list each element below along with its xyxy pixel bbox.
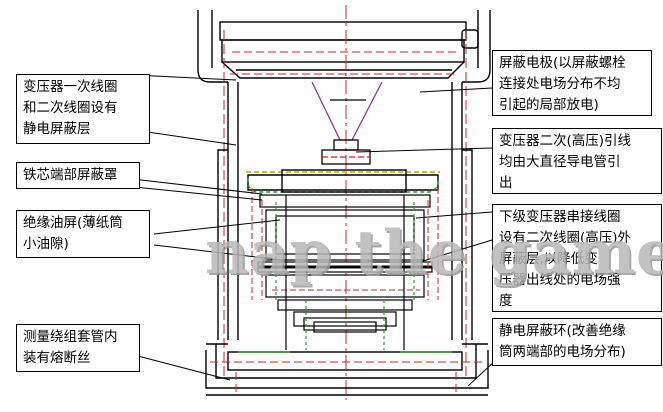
hv-lead-tube — [321, 139, 371, 165]
label-shield-electrode: 屏蔽电极(以屏蔽螺栓 连接处电场分布不均 引起的局部放电) — [492, 50, 652, 116]
label-core-end-shield: 铁芯端部屏蔽罩 — [16, 162, 140, 189]
label-oil-barrier: 绝缘油屏(薄纸筒 小油隙) — [16, 210, 150, 258]
lead-funnel — [311, 81, 383, 141]
leader-lines — [123, 74, 497, 387]
winding-shield-lines — [251, 188, 439, 300]
insulation-barriers — [275, 202, 415, 350]
tank-walls — [217, 82, 473, 340]
watermark-text: nap the game — [205, 218, 663, 288]
bottom-red-guides — [210, 361, 484, 395]
label-secondary-leads: 变压器二次(高压)引线 均由大直径导电管引 出 — [492, 128, 662, 194]
label-winding-shield: 变压器一次线圈 和二次线圈设有 静电屏蔽层 — [16, 74, 150, 144]
winding-stack — [257, 194, 433, 333]
top-red-guides — [223, 5, 467, 400]
core-end-shield — [246, 169, 440, 193]
core-column — [285, 195, 405, 350]
label-lower-stage: 下级变压器串接线圈 设有二次线圈(高压)外 屏蔽层,以降低变 压器出线处的电场强… — [492, 204, 662, 312]
label-shield-ring: 静电屏蔽环(改善绝缘 筒两端部的电场分布) — [492, 318, 662, 366]
top-shield-electrode — [197, 10, 491, 83]
bottom-base — [205, 343, 489, 396]
label-fuse-note: 测量绕组套管内 装有熔断丝 — [16, 324, 140, 372]
